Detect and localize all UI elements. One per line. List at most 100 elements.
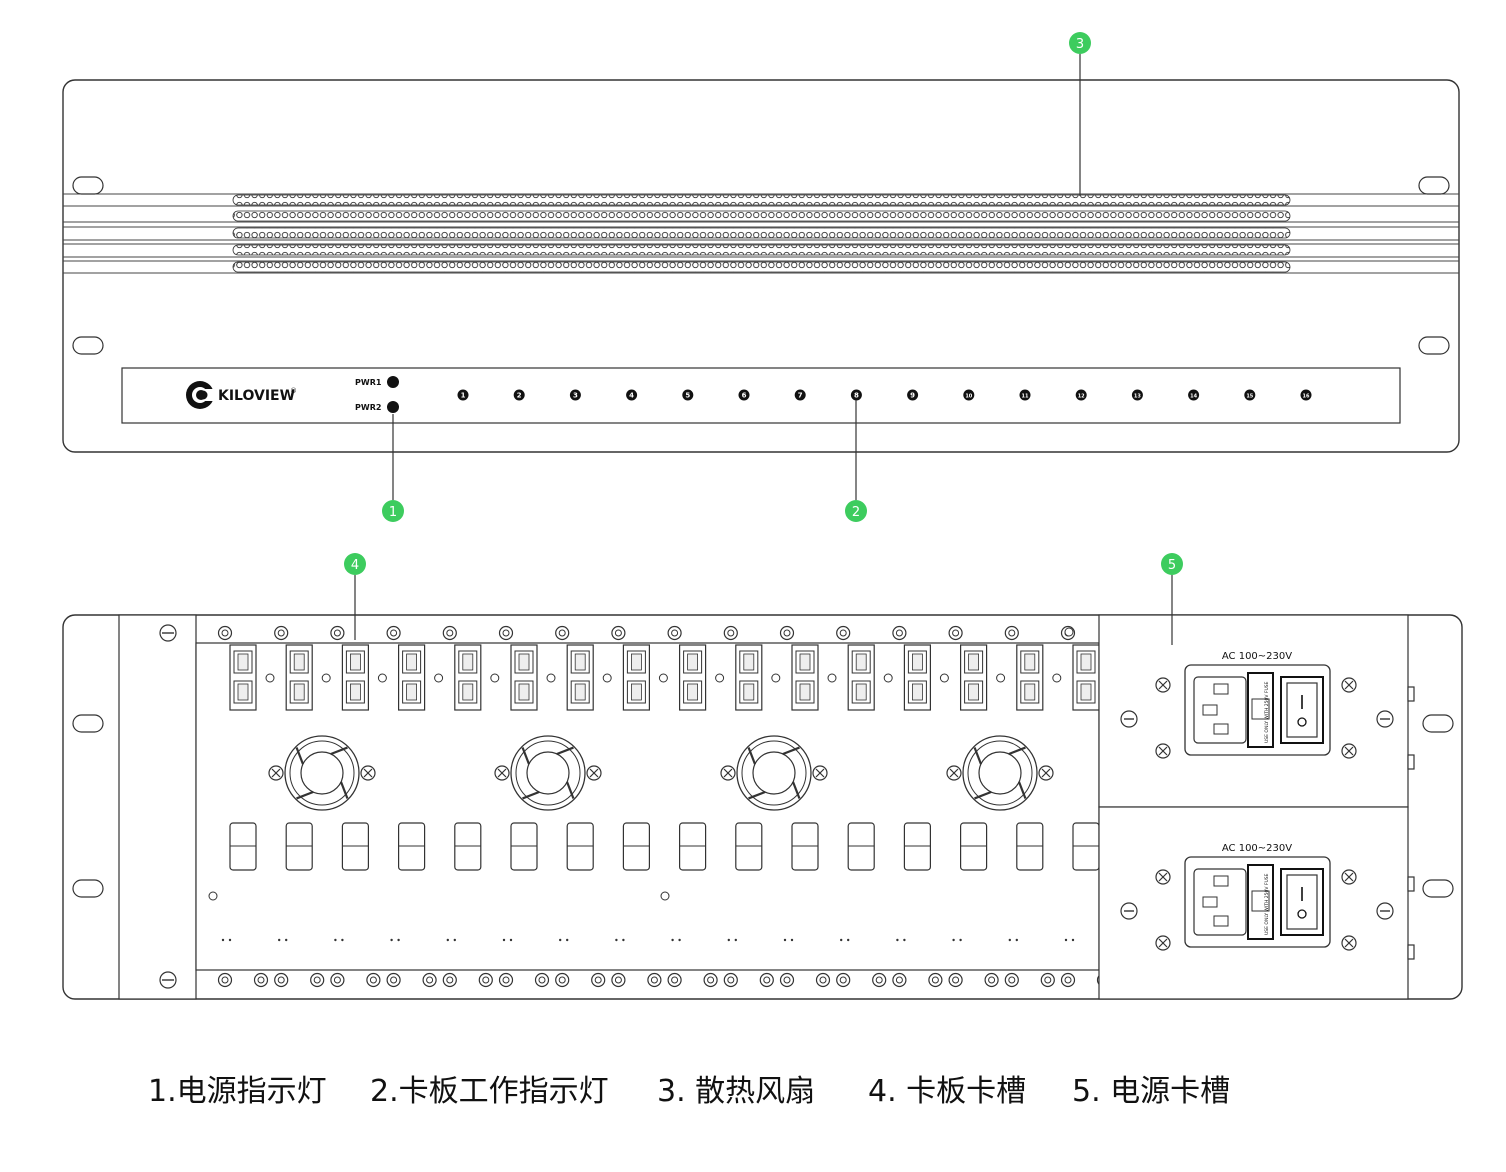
card-slot-1[interactable] [217, 625, 275, 988]
power-supply-slot-1[interactable]: AC 100~230V USE ONLY WITH 250V FUSE [1098, 614, 1409, 808]
card-led-5: 5 [682, 389, 694, 401]
status-bar [121, 367, 1401, 424]
pwr2-led [387, 401, 399, 413]
cooling-fans [268, 735, 1054, 811]
card-led-label: 13 [1134, 394, 1141, 400]
card-led-1: 1 [457, 389, 469, 401]
callout-1: 1 [382, 500, 404, 522]
card-led-label: 12 [1078, 394, 1085, 400]
svg-text:5: 5 [1168, 558, 1176, 573]
card-led-12: 12 [1075, 389, 1087, 401]
card-led-label: 1 [461, 392, 466, 400]
card-led-label: 11 [1022, 394, 1029, 400]
power-supply-slot-2[interactable]: AC 100~230V USE ONLY WITH 250V FUSE [1098, 806, 1409, 1000]
left-blank-plate [118, 614, 197, 1000]
brand-name: KILOVIEW [218, 388, 295, 404]
legend-item-power-slot: 5. 电源卡槽 [1072, 1074, 1231, 1109]
card-led-7: 7 [794, 389, 806, 401]
card-led-label: 8 [854, 392, 859, 400]
card-led-label: 16 [1303, 394, 1310, 400]
pwr1-led [387, 376, 399, 388]
card-slots [217, 625, 1112, 988]
card-slot-16[interactable] [1060, 625, 1112, 988]
callout-lines [354, 54, 1173, 645]
svg-text:4: 4 [351, 558, 359, 573]
card-led-label: 6 [742, 392, 747, 400]
card-slot-5[interactable] [442, 625, 500, 988]
svg-text:2: 2 [852, 505, 860, 520]
brand-logo: KILOVIEW ® [186, 381, 297, 409]
legend-item-cooling-fan: 3. 散热风扇 [657, 1074, 816, 1109]
card-led-4: 4 [626, 389, 638, 401]
left-plate-screws [159, 624, 177, 989]
callout-badges: 3 1 2 4 5 [344, 32, 1183, 575]
legend-item-power-indicator: 1.电源指示灯 [148, 1074, 327, 1109]
card-led-13: 13 [1131, 389, 1143, 401]
card-led-label: 9 [910, 392, 915, 400]
rear-right-tabs [1407, 686, 1415, 960]
card-led-label: 4 [629, 392, 634, 400]
card-slot-9[interactable] [667, 625, 725, 988]
rack-mount-holes-rear [72, 714, 1454, 898]
legend-item-card-indicator: 2.卡板工作指示灯 [370, 1074, 609, 1109]
card-slot-15[interactable] [1004, 625, 1062, 988]
card-led-label: 15 [1246, 394, 1253, 400]
card-led-9: 9 [907, 389, 919, 401]
cooling-fan-3 [720, 735, 828, 811]
callout-4: 4 [344, 553, 366, 575]
card-slot-6[interactable] [498, 625, 556, 988]
registered-mark: ® [290, 387, 297, 395]
card-led-11: 11 [1019, 389, 1031, 401]
fuse-label: USE ONLY WITH 250V FUSE [1264, 681, 1270, 743]
legend-item-card-slot: 4. 卡板卡槽 [868, 1074, 1027, 1109]
card-led-16: 16 [1300, 389, 1312, 401]
card-led-10: 10 [963, 389, 975, 401]
card-slot-2[interactable] [274, 625, 331, 988]
card-led-6: 6 [738, 389, 750, 401]
card-led-14: 14 [1188, 389, 1200, 401]
card-slot-14[interactable] [948, 625, 1006, 988]
card-slot-12[interactable] [836, 625, 893, 988]
card-led-15: 15 [1244, 389, 1256, 401]
power-switch[interactable] [1280, 676, 1324, 744]
cooling-fan-2 [494, 735, 602, 811]
card-slot-8[interactable] [611, 625, 668, 988]
card-led-label: 7 [798, 392, 803, 400]
cooling-fan-4 [946, 735, 1054, 811]
callout-2: 2 [845, 500, 867, 522]
card-led-8: 8 [850, 389, 862, 401]
callout-3: 3 [1069, 32, 1091, 54]
card-slot-4[interactable] [386, 625, 444, 988]
pwr1-label: PWR1 [355, 378, 382, 387]
callout-5: 5 [1161, 553, 1183, 575]
card-slot-7[interactable] [555, 625, 612, 988]
card-led-label: 14 [1190, 394, 1197, 400]
card-led-3: 3 [569, 389, 581, 401]
svg-text:3: 3 [1076, 37, 1084, 52]
pwr2-label: PWR2 [355, 403, 381, 412]
card-led-label: 3 [573, 392, 578, 400]
card-led-label: 10 [965, 394, 972, 400]
card-slot-13[interactable] [892, 625, 949, 988]
svg-text:1: 1 [389, 505, 397, 520]
power-input-label: AC 100~230V [1222, 843, 1292, 854]
card-slot-3[interactable] [330, 625, 387, 988]
rack-mount-holes [72, 176, 1450, 355]
fuse-label: USE ONLY WITH 250V FUSE [1264, 873, 1270, 935]
power-input-label: AC 100~230V [1222, 651, 1292, 662]
mount-holes-area [208, 627, 1074, 901]
power-switch[interactable] [1280, 868, 1324, 936]
vent-lines [63, 193, 1459, 274]
card-slot-11[interactable] [779, 625, 837, 988]
fan-vent-grille [232, 194, 1291, 273]
card-led-label: 2 [517, 392, 522, 400]
card-led-label: 5 [685, 392, 690, 400]
power-indicators: PWR1 PWR2 [355, 376, 399, 413]
cooling-fan-1 [268, 735, 376, 811]
card-led-2: 2 [513, 389, 525, 401]
card-slot-10[interactable] [723, 625, 781, 988]
